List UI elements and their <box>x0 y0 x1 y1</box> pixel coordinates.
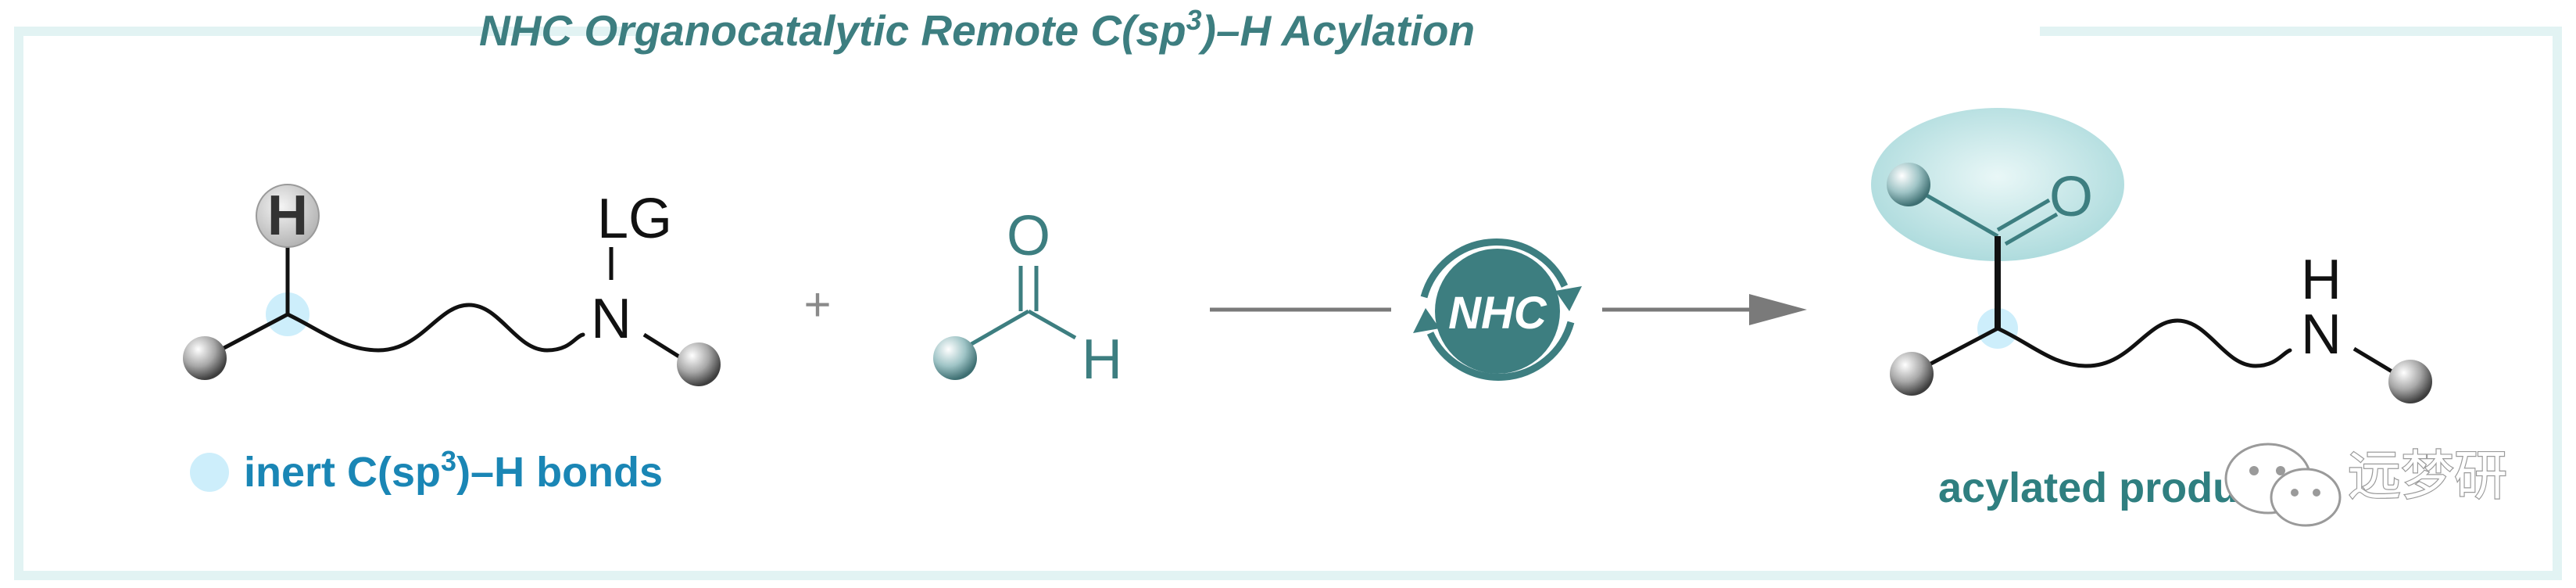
substrate-chain <box>202 303 585 360</box>
acyl-co-bond-a <box>1996 198 2051 232</box>
hydrogen-label: H <box>267 185 308 247</box>
substituent-sphere-right <box>677 342 721 386</box>
catalytic-cycle-arc-top <box>1420 238 1569 299</box>
cycle-arrowhead-right <box>1555 286 1582 311</box>
legend-dot <box>190 453 229 492</box>
substrate: H N LG <box>183 184 721 386</box>
title-suffix: )–H Acylation <box>1198 6 1475 55</box>
aldehyde-r-sphere <box>933 336 977 380</box>
product-chain <box>1909 318 2292 376</box>
aldehyde: O H <box>933 205 1122 391</box>
legend-superscript: 3 <box>441 445 456 477</box>
product: O N H <box>1871 108 2432 403</box>
acyl-r-sphere <box>1887 163 1930 206</box>
substituent-sphere-left <box>183 336 227 380</box>
aldehyde-ch-bond <box>1027 309 1077 340</box>
watermark-text: 远梦研 <box>2348 446 2507 507</box>
legend-suffix: )–H bonds <box>456 449 663 496</box>
cycle-arrowhead-left <box>1413 308 1440 333</box>
frame-left <box>14 27 2562 580</box>
n-substituent-bond <box>642 332 683 360</box>
acyl-highlight-ellipse <box>1871 108 2124 261</box>
arrow-head <box>1749 294 1807 325</box>
nitrogen-label: N <box>591 288 631 350</box>
aldehyde-hydrogen-label: H <box>1082 328 1122 391</box>
frame <box>14 27 2562 580</box>
product-oxygen-label: O <box>2049 166 2093 228</box>
aldehyde-oxygen-label: O <box>1007 205 1050 267</box>
leaving-group-label: LG <box>597 188 672 250</box>
watermark: 远梦研 <box>2224 443 2508 527</box>
nhc-label: NHC <box>1448 288 1547 339</box>
legend-label: inert C(sp3)–H bonds <box>244 445 663 496</box>
catalytic-cycle-arc-bottom <box>1426 321 1575 381</box>
plus-sign: + <box>803 278 831 331</box>
legend-prefix: inert C(sp <box>244 449 441 496</box>
product-nitrogen-label: N <box>2301 303 2342 366</box>
product-substituent-sphere-left <box>1890 352 1934 396</box>
reaction-arrow <box>1210 294 1807 325</box>
scheme-title: NHC Organocatalytic Remote C(sp3)–H Acyl… <box>479 4 1475 55</box>
title-superscript: 3 <box>1186 4 1202 36</box>
wechat-icon <box>2224 443 2342 527</box>
product-n-substituent-bond <box>2352 346 2395 375</box>
nhc-disc <box>1435 249 1560 374</box>
hydrogen-atom-sphere <box>256 184 320 248</box>
acyl-co-bond-b <box>2004 212 2059 246</box>
product-nh-hydrogen-label: H <box>2301 249 2342 311</box>
title-prefix: NHC Organocatalytic Remote C(sp <box>479 6 1186 55</box>
nhc-catalyst-cycle: NHC <box>1413 238 1582 381</box>
product-substituent-sphere-right <box>2388 360 2432 403</box>
